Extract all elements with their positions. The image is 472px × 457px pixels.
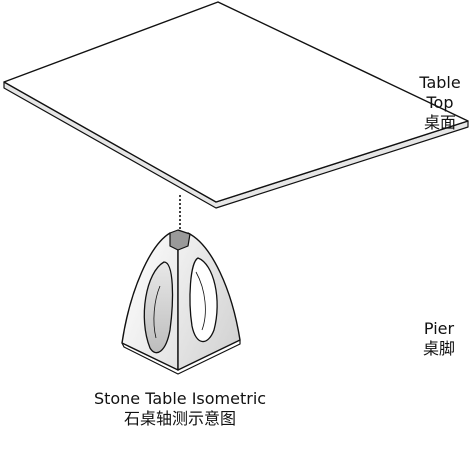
pier-right-opening-inner <box>195 271 206 331</box>
pier-base-edge <box>121 340 241 375</box>
caption-en: Stone Table Isometric <box>93 389 267 408</box>
pier-label-en: Pier <box>423 319 455 338</box>
caption-zh: 石桌轴测示意图 <box>123 409 236 428</box>
pier-left-opening <box>143 261 174 354</box>
table-top-label-en-1: Table <box>419 73 461 92</box>
table-top-label-en-2: Top <box>426 93 454 112</box>
pier-right-opening <box>189 257 218 343</box>
pier <box>121 229 241 375</box>
diagram-caption: Stone Table Isometric 石桌轴测示意图 <box>60 389 300 429</box>
table-top-face <box>3 1 469 203</box>
pier-label-zh: 桌脚 <box>422 339 455 358</box>
table-top-label: Table Top 桌面 <box>410 73 470 133</box>
pier-left-opening-inner <box>153 285 161 339</box>
table-top <box>3 1 469 209</box>
table-top-label-zh: 桌面 <box>423 113 456 132</box>
pier-cap <box>169 229 191 251</box>
pier-label: Pier 桌脚 <box>414 319 464 359</box>
